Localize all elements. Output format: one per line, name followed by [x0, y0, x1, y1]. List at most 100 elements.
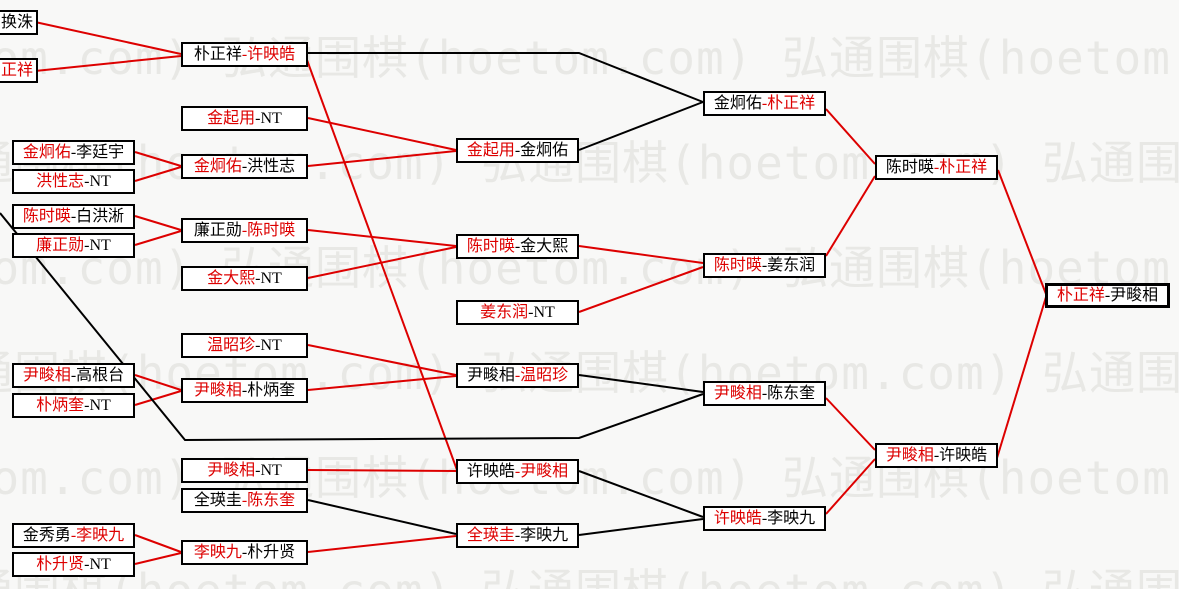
connector-line-red: [307, 117, 457, 151]
match-box-c4-1: 金起用-金炯佑: [456, 138, 579, 163]
player-name: -朴升贤: [241, 544, 296, 561]
player-name: 金起用: [466, 142, 515, 159]
player-name: -朴正祥: [933, 159, 988, 176]
match-box-c5-2: 陈时暎-姜东润: [703, 253, 826, 278]
player-name: 陈时暎: [713, 257, 762, 274]
player-name: 朴正祥: [1056, 287, 1105, 304]
connector-line-black: [307, 499, 457, 535]
player-name: 朴正祥: [193, 46, 242, 63]
connector-line-red: [134, 552, 182, 565]
player-name: 正祥: [0, 62, 33, 79]
player-name: -李廷宇: [70, 144, 125, 161]
match-box-c2-4: 廉正勋-NT: [12, 233, 135, 258]
connector-line-black: [578, 518, 704, 536]
player-name: -李映九: [514, 527, 569, 544]
match-box-c4-5: 许映皓-尹畯相: [456, 459, 579, 484]
player-name: 金起用: [207, 110, 256, 127]
player-name: 尹畯相: [22, 367, 71, 384]
connector-line-red: [134, 390, 182, 406]
player-name: 许映皓: [466, 463, 515, 480]
match-box-c3-7: 尹畯相-朴炳奎: [181, 378, 308, 403]
player-name: -NT: [255, 110, 282, 127]
player-name: 金炯佑: [713, 95, 762, 112]
connector-line-red: [578, 266, 704, 313]
match-box-c1-2: 正祥: [0, 58, 38, 83]
connector-line-red: [997, 169, 1047, 295]
player-name: 温昭珍: [207, 337, 256, 354]
player-name: -许映皓: [241, 46, 296, 63]
match-box-c4-2: 陈时暎-金大熙: [456, 234, 579, 259]
connector-line-red: [307, 469, 457, 472]
player-name: -NT: [84, 397, 111, 414]
connector-line-red: [307, 229, 457, 247]
player-name: 全瑛圭: [466, 527, 515, 544]
connector-line-red: [134, 534, 182, 553]
player-name: -朴正祥: [761, 95, 816, 112]
player-name: -NT: [528, 304, 555, 321]
player-name: -NT: [255, 337, 282, 354]
connector-line-black: [578, 374, 704, 393]
match-box-c3-10: 李映九-朴升贤: [181, 540, 308, 565]
player-name: 全瑛圭: [193, 492, 242, 509]
player-name: -陈东奎: [241, 492, 296, 509]
player-name: 陈时暎: [22, 208, 71, 225]
connector-line-black: [578, 470, 704, 518]
connector-line-red: [134, 166, 182, 182]
player-name: -NT: [255, 270, 282, 287]
player-name: 尹畯相: [885, 447, 934, 464]
player-name: -李映九: [70, 527, 125, 544]
connector-line-red: [307, 150, 457, 167]
match-box-c2-5: 尹畯相-高根台: [12, 363, 135, 388]
connector-line-red: [134, 230, 182, 246]
player-name: -NT: [255, 462, 282, 479]
player-name: -金大熙: [514, 238, 569, 255]
match-box-c4-3: 姜东润-NT: [456, 300, 579, 325]
match-box-c2-8: 朴升贤-NT: [12, 552, 135, 577]
player-name: 金炯佑: [193, 158, 242, 175]
match-box-c3-3: 金炯佑-洪性志: [181, 154, 308, 179]
player-name: 金炯佑: [22, 144, 71, 161]
connector-line-red: [825, 175, 876, 257]
connector-line-red: [825, 458, 876, 515]
player-name: -李映九: [761, 510, 816, 527]
match-box-c3-8: 尹畯相-NT: [181, 458, 308, 483]
match-box-c6-1: 陈时暎-朴正祥: [875, 155, 998, 180]
player-name: -姜东润: [761, 257, 816, 274]
match-box-c2-3: 陈时暎-白洪淅: [12, 204, 135, 229]
match-box-c5-1: 金炯佑-朴正祥: [703, 91, 826, 116]
connector-line-red: [134, 374, 182, 391]
connector-line-red: [307, 375, 457, 391]
connector-line-red: [134, 151, 182, 167]
match-box-c5-4: 许映皓-李映九: [703, 506, 826, 531]
match-box-c4-6: 全瑛圭-李映九: [456, 523, 579, 548]
match-box-c2-2: 洪性志-NT: [12, 169, 135, 194]
player-name: -高根台: [70, 367, 125, 384]
player-name: 金大熙: [207, 270, 256, 287]
match-box-c1-1: 换洙: [0, 10, 38, 35]
player-name: 姜东润: [480, 304, 529, 321]
player-name: 朴升贤: [36, 556, 85, 573]
connector-line-black: [0, 212, 704, 442]
match-box-c3-6: 温昭珍-NT: [181, 333, 308, 358]
match-box-c4-4: 尹畯相-温昭珍: [456, 363, 579, 388]
player-name: -白洪淅: [70, 208, 125, 225]
match-box-c2-7: 金秀勇-李映九: [12, 523, 135, 548]
connector-line-red: [996, 296, 1047, 459]
connector-line-red: [578, 245, 704, 264]
player-name: 尹畯相: [466, 367, 515, 384]
player-name: 廉正勋: [36, 237, 85, 254]
connector-line-red: [134, 215, 182, 231]
match-box-c3-2: 金起用-NT: [181, 106, 308, 131]
match-box-c3-1: 朴正祥-许映皓: [181, 42, 308, 67]
connector-line-red: [34, 21, 182, 55]
connector-line-red: [306, 59, 458, 471]
match-box-c6-2: 尹畯相-许映皓: [875, 443, 998, 468]
player-name: -朴炳奎: [241, 382, 296, 399]
connector-line-red: [825, 397, 876, 451]
match-box-c3-4: 廉正勋-陈时暎: [181, 218, 308, 243]
match-box-c3-9: 全瑛圭-陈东奎: [181, 488, 308, 513]
player-name: -许映皓: [933, 447, 988, 464]
player-name: -陈东奎: [761, 385, 816, 402]
connector-line-red: [825, 108, 876, 165]
